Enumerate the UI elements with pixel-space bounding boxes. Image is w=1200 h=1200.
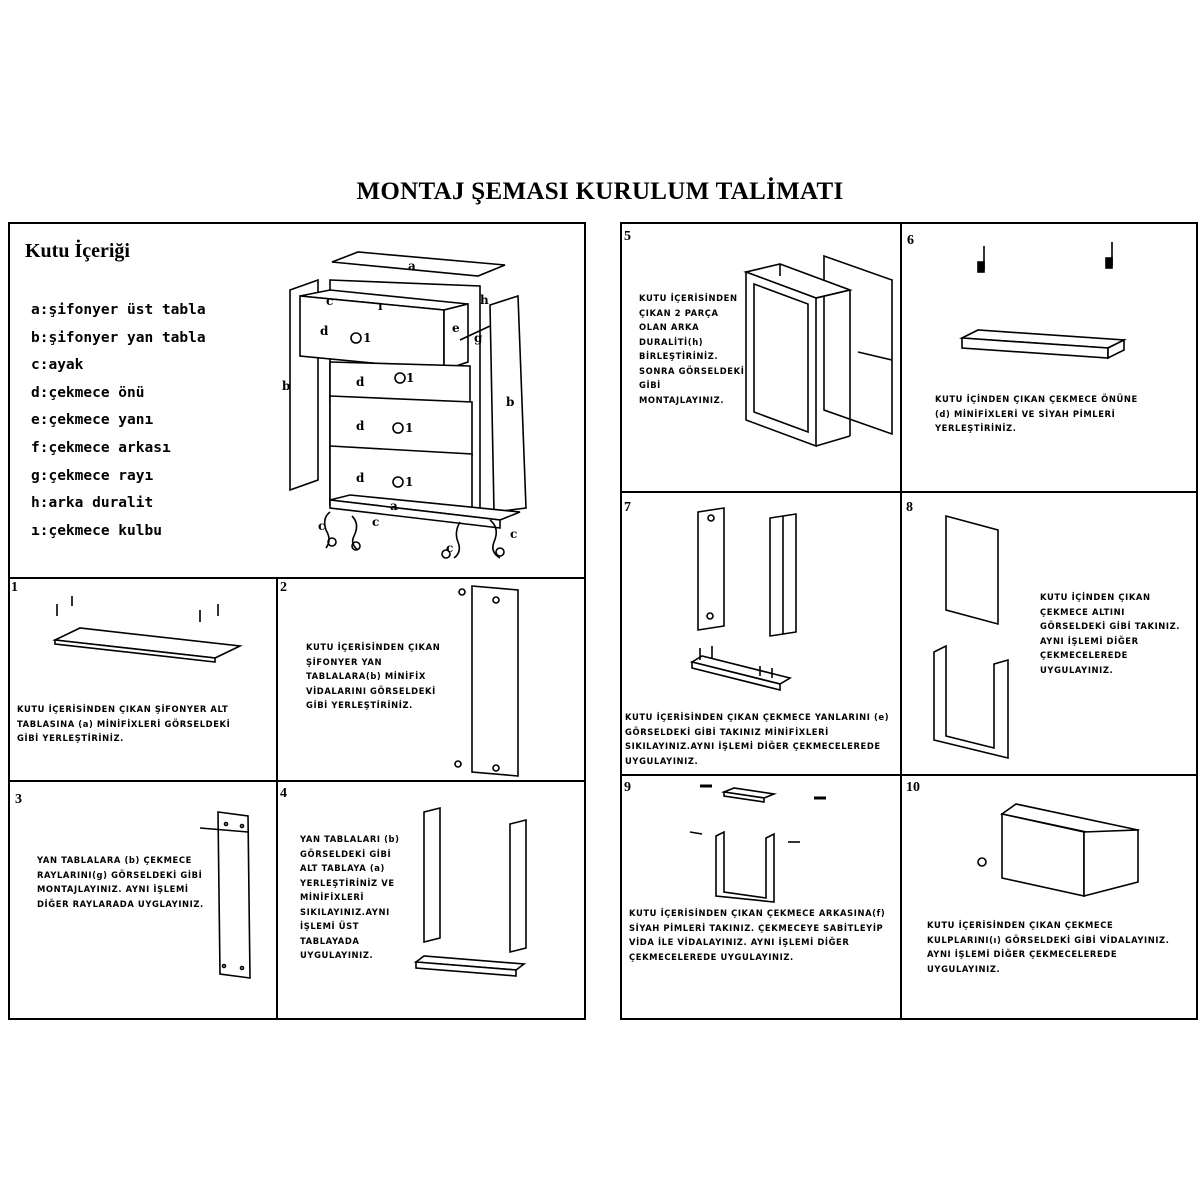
- step-number-7: 7: [624, 500, 631, 515]
- left-divider-top: [8, 577, 586, 579]
- step-number-9: 9: [624, 780, 631, 795]
- parts-legend: a:şifonyer üst tabla b:şifonyer yan tabl…: [31, 300, 206, 548]
- contents-heading: Kutu İçeriği: [25, 240, 130, 262]
- step5-back-panel-illustration: [743, 254, 893, 448]
- step-7-instructions: KUTU İÇERİSİNDEN ÇIKAN ÇEKMECE YANLARINI…: [625, 712, 890, 766]
- left-divider-vertical: [276, 577, 278, 1020]
- diagram-handle-4: 1: [405, 475, 413, 489]
- diagram-label-c2: c: [372, 515, 379, 529]
- step7-drawer-sides-illustration: [689, 507, 797, 692]
- step9-drawer-back-illustration: [689, 784, 826, 903]
- step-number-1: 1: [11, 580, 18, 595]
- step-number-8: 8: [906, 500, 913, 515]
- legend-item: a:şifonyer üst tabla: [31, 302, 206, 318]
- right-divider-vertical: [900, 222, 902, 1020]
- step-number-2: 2: [280, 580, 287, 595]
- step-number-4: 4: [280, 786, 287, 801]
- step3-rail-illustration: [199, 811, 251, 979]
- legend-item: d:çekmece önü: [31, 384, 145, 401]
- step4-assembly-illustration: [413, 806, 527, 977]
- diagram-label-g: g: [474, 331, 483, 345]
- step-3-instructions: YAN TABLALARA (b) ÇEKMECE RAYLARINI(g) G…: [37, 855, 204, 909]
- step2-side-panel-illustration: [454, 585, 519, 777]
- step-10-instructions: KUTU İÇERİSİNDEN ÇIKAN ÇEKMECE KULPLARIN…: [927, 920, 1170, 974]
- step10-drawer-handle-illustration: [977, 803, 1140, 898]
- right-divider-mid: [620, 774, 1198, 776]
- legend-item: b:şifonyer yan tabla: [31, 329, 206, 346]
- diagram-label-i: ı: [378, 299, 383, 313]
- step8-drawer-bottom-illustration: [933, 514, 1009, 760]
- step6-drawer-front-illustration: [959, 242, 1127, 360]
- legend-item: h:arka duralit: [31, 495, 154, 512]
- legend-item: c:ayak: [31, 357, 84, 374]
- diagram-label-a: a: [408, 259, 416, 273]
- legend-item: f:çekmece arkası: [31, 439, 171, 456]
- step-6-instructions: KUTU İÇİNDEN ÇIKAN ÇEKMECE ÖNÜNE (d) MİN…: [935, 394, 1138, 433]
- step-5-instructions: KUTU İÇERİSİNDEN ÇIKAN 2 PARÇA OLAN ARKA…: [639, 293, 745, 405]
- diagram-label-b-right: b: [506, 395, 514, 409]
- diagram-label-c1: c: [318, 519, 325, 533]
- legend-item: e:çekmece yanı: [31, 412, 154, 429]
- right-panel-frame: [620, 222, 1198, 1020]
- step-8-instructions: KUTU İÇİNDEN ÇIKAN ÇEKMECE ALTINI GÖRSEL…: [1040, 592, 1181, 675]
- step-2-instructions: KUTU İÇERİSİNDEN ÇIKAN ŞİFONYER YAN TABL…: [306, 642, 441, 710]
- page-title: MONTAJ ŞEMASI KURULUM TALİMATI: [356, 178, 844, 205]
- diagram-label-a-base: a: [390, 499, 398, 513]
- diagram-label-d2: d: [356, 375, 365, 389]
- step-1-instructions: KUTU İÇERİSİNDEN ÇIKAN ŞİFONYER ALT TABL…: [17, 704, 231, 743]
- step-number-6: 6: [907, 233, 914, 248]
- diagram-label-b-left: b: [282, 379, 290, 393]
- step-4-instructions: YAN TABLALARI (b) GÖRSELDEKİ GİBİ ALT TA…: [300, 834, 400, 960]
- right-divider-top: [620, 491, 1198, 493]
- diagram-label-d4: d: [356, 471, 365, 485]
- diagram-label-c4: c: [510, 527, 517, 541]
- legend-item: ı:çekmece kulbu: [31, 522, 162, 539]
- step-9-instructions: KUTU İÇERİSİNDEN ÇIKAN ÇEKMECE ARKASINA(…: [629, 908, 886, 962]
- step-number-10: 10: [906, 780, 920, 795]
- left-divider-mid: [8, 780, 586, 782]
- step-number-5: 5: [624, 229, 631, 244]
- diagram-handle-3: 1: [405, 421, 413, 435]
- diagram-label-c3: c: [446, 541, 453, 555]
- diagram-label-e: e: [452, 321, 460, 335]
- step-number-3: 3: [15, 792, 22, 807]
- diagram-label-d1: d: [320, 324, 329, 338]
- diagram-handle-2: 1: [406, 371, 414, 385]
- diagram-label-c-top: c: [326, 294, 333, 308]
- legend-item: g:çekmece rayı: [31, 467, 154, 484]
- diagram-label-d3: d: [356, 419, 365, 433]
- diagram-handle-1: 1: [363, 331, 371, 345]
- step1-bottom-panel-illustration: [52, 596, 243, 663]
- diagram-label-h: h: [480, 293, 489, 307]
- left-panel-frame: [8, 222, 586, 1020]
